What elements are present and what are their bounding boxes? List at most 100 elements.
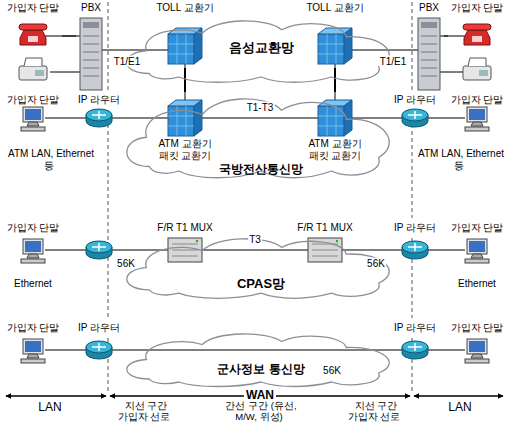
link-line — [62, 350, 76, 351]
device-label: F/R T1 MUX — [150, 222, 220, 234]
switch-icon — [318, 28, 352, 64]
terminal-node: 가입자 단말 — [448, 2, 506, 90]
label-text: 지선 구간 가입자 선로 — [118, 400, 173, 422]
router-icon — [402, 341, 428, 359]
link-line — [438, 118, 448, 119]
pbx-icon — [418, 18, 440, 90]
link-line — [62, 118, 76, 119]
link-line — [220, 250, 290, 251]
network-cloud: 음성교환망 — [114, 14, 408, 84]
device-label: 가입자 단말 — [4, 322, 62, 334]
link-label: T1/E1 — [379, 56, 408, 67]
terminal-node: 가입자 단말 — [4, 2, 62, 90]
wire-stub — [45, 36, 465, 350]
link-label: T1-T3 — [246, 102, 275, 113]
device-label: PBX — [414, 2, 444, 14]
pbx-node: PBX — [76, 2, 106, 94]
mux-node: F/R T1 MUX — [290, 222, 360, 268]
switch-node: ATM 교환기 패킷 교환기 — [149, 92, 221, 164]
section-label: 지선 구간 가입자 선로 — [115, 401, 175, 423]
pbx-icon — [80, 18, 102, 90]
switch-icon — [318, 100, 352, 136]
label-text: 간선 구간 (유선, M/W, 위성) — [223, 400, 296, 422]
computer-icon — [21, 339, 45, 363]
link-label: 56K — [116, 258, 136, 269]
link-label: T1/E1 — [113, 56, 142, 67]
fax-icon — [463, 58, 491, 80]
computer-icon — [21, 239, 45, 263]
network-name: CPAS망 — [114, 276, 408, 292]
note-label: ATM LAN, Ethernet 등 — [2, 148, 98, 171]
link-label: T3 — [248, 234, 262, 245]
link-line — [334, 68, 336, 92]
link-line — [184, 68, 186, 92]
switch-node: TOLL 교환기 — [148, 2, 222, 68]
link-line — [106, 50, 148, 51]
range-arrow — [6, 396, 106, 397]
section-label: LAN — [10, 401, 90, 415]
router-icon — [86, 241, 112, 259]
router-node: IP 라우터 — [392, 94, 438, 140]
terminal-node: 가입자 단말 — [4, 322, 62, 372]
computer-icon — [465, 107, 489, 131]
label-text: LAN — [36, 400, 63, 414]
switch-icon — [168, 28, 202, 64]
router-node: IP 라우터 — [76, 94, 122, 140]
link-line — [122, 118, 149, 119]
device-label: 가입자 단말 — [4, 94, 62, 106]
link-label: 56K — [366, 258, 386, 269]
device-label: ATM 교환기 패킷 교환기 — [299, 138, 371, 162]
switch-node: ATM 교환기 패킷 교환기 — [299, 92, 371, 164]
link-line — [360, 250, 392, 251]
device-label: 가입자 단말 — [448, 94, 506, 106]
note-label: ATM LAN, Ethernet 등 — [412, 148, 508, 171]
label-text: LAN — [446, 400, 473, 414]
range-arrow — [414, 396, 503, 397]
label-text: 지선 구간 가입자 선로 — [348, 400, 403, 422]
computer-icon — [21, 107, 45, 131]
computer-icon — [465, 339, 489, 363]
device-label: 가입자 단말 — [448, 322, 506, 334]
label-text: ATM LAN, Ethernet 등 — [416, 148, 504, 171]
device-label: IP 라우터 — [392, 322, 438, 334]
terminal-node: 가입자 단말 — [448, 222, 506, 272]
device-label: 가입자 단말 — [4, 222, 62, 234]
router-node: IP 라우터 — [392, 322, 438, 368]
router-node: IP 라우터 — [76, 322, 122, 368]
network-name: 군사정보 통신망 — [114, 362, 408, 376]
device-label: 가입자 단말 — [4, 2, 62, 14]
mux-icon — [168, 238, 202, 262]
device-label: IP 라우터 — [392, 94, 438, 106]
device-label: IP 라우터 — [76, 94, 122, 106]
router-icon — [86, 109, 112, 127]
section-label: 지선 구간 가입자 선로 — [345, 401, 405, 423]
link-line — [372, 50, 414, 51]
switch-node: TOLL 교환기 — [298, 2, 372, 68]
link-line — [438, 250, 448, 251]
note-label: Ethernet — [4, 278, 62, 290]
network-name: 음성교환망 — [114, 40, 408, 56]
computer-icon — [465, 239, 489, 263]
network-cloud: 군사정보 통신망 — [114, 328, 408, 388]
fax-icon — [19, 58, 47, 80]
section-label: 간선 구간 (유선, M/W, 위성) — [215, 401, 305, 423]
pbx-node: PBX — [414, 2, 444, 94]
link-label: 56K — [322, 365, 342, 376]
terminal-node: 가입자 단말 — [448, 94, 506, 144]
router-icon — [86, 341, 112, 359]
note-label: Ethernet — [448, 278, 506, 290]
switch-icon — [168, 100, 202, 136]
phone-icon — [463, 24, 491, 45]
device-label: TOLL 교환기 — [298, 2, 372, 14]
device-label: IP 라우터 — [392, 222, 438, 234]
label-text: ATM LAN, Ethernet 등 — [6, 148, 94, 171]
label-text: Ethernet — [12, 278, 54, 289]
router-node: IP 라우터 — [392, 222, 438, 268]
label-text: Ethernet — [456, 278, 498, 289]
device-label: ATM 교환기 패킷 교환기 — [149, 138, 221, 162]
device-label: 가입자 단말 — [448, 2, 506, 14]
cloud-path — [127, 334, 389, 387]
link-line — [438, 350, 448, 351]
device-label: TOLL 교환기 — [148, 2, 222, 14]
